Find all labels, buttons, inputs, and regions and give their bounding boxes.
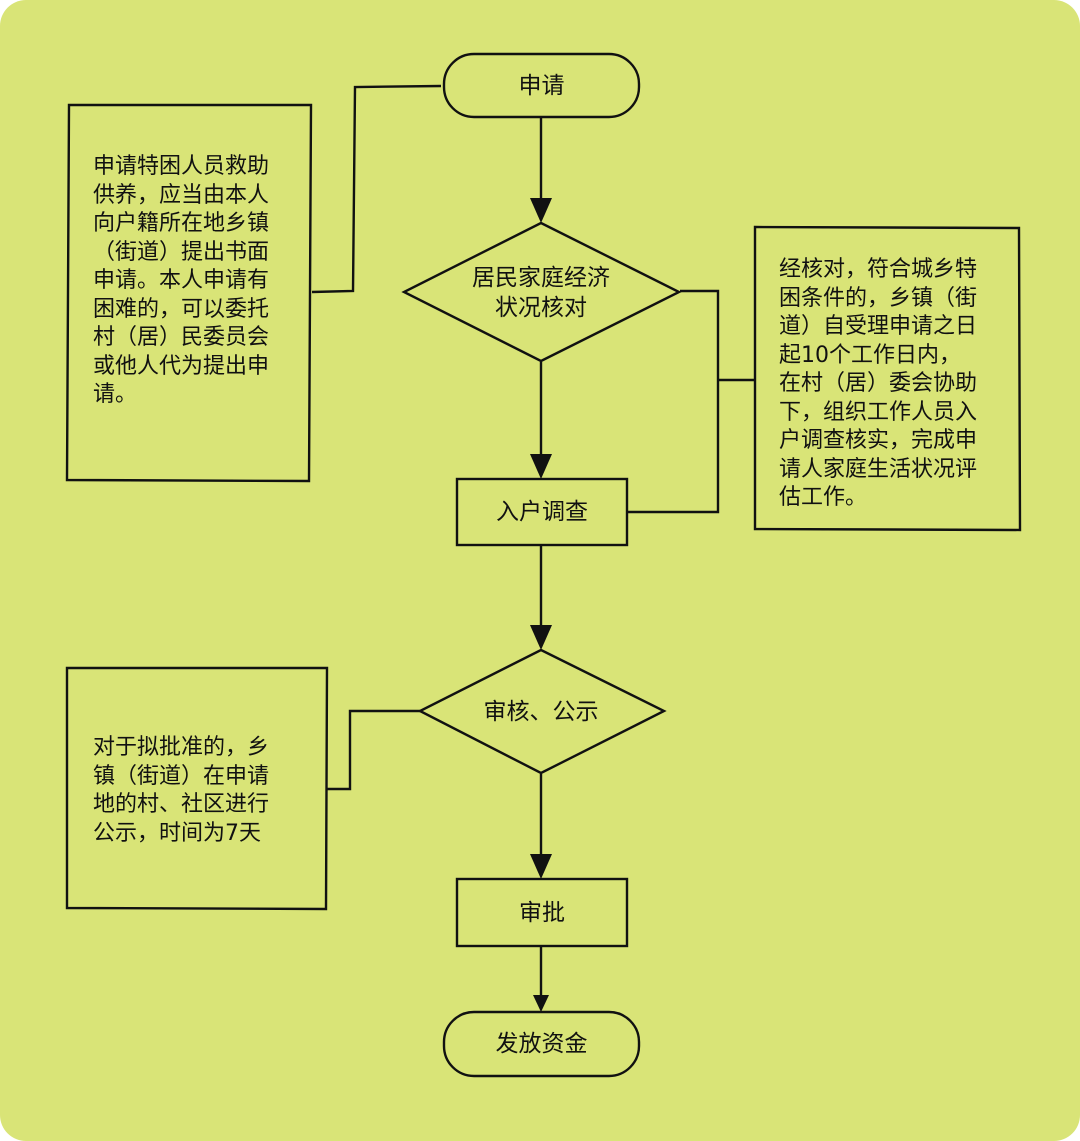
node-visit-label: 入户调查 — [496, 499, 588, 525]
node-check-label: 居民家庭经济 状况核对 — [472, 265, 610, 321]
connector-apply-note — [311, 84, 442, 294]
node-release-label: 发放资金 — [495, 1031, 588, 1057]
note-apply-box — [65, 103, 313, 483]
node-apply-label: 申请 — [518, 72, 565, 99]
arrowhead-to-review — [530, 625, 552, 650]
node-review-label: 审核、公示 — [483, 699, 599, 725]
connector-check-note — [628, 289, 720, 514]
arrowhead-to-release — [533, 995, 549, 1012]
node-approve-label: 审批 — [519, 899, 565, 926]
note-check-text: 经核对，符合城乡特 困条件的，乡镇（街 道）自受理申请之日 起10个工作日内， … — [779, 257, 978, 510]
node-apply-shape — [442, 52, 641, 119]
connector-review-note — [327, 709, 420, 791]
node-check-shape — [401, 221, 682, 363]
node-release-shape — [442, 1010, 641, 1078]
arrowhead-to-visit — [530, 454, 552, 479]
node-approve-shape — [455, 877, 629, 948]
note-review-text: 对于拟批准的，乡 镇（街道）在申请 地的村、社区进行 公示，时间为7天 — [93, 735, 270, 846]
arrowhead-to-check — [530, 198, 552, 223]
note-review-box — [65, 666, 329, 911]
note-apply-text: 申请特困人员救助 供养，应当由本人 向户籍所在地乡镇 （街道）提出书面 申请。本… — [93, 154, 270, 407]
node-review-shape — [417, 648, 667, 775]
note-check-box — [753, 225, 1022, 532]
node-visit-shape — [455, 477, 629, 547]
arrowhead-to-approve — [530, 854, 552, 879]
